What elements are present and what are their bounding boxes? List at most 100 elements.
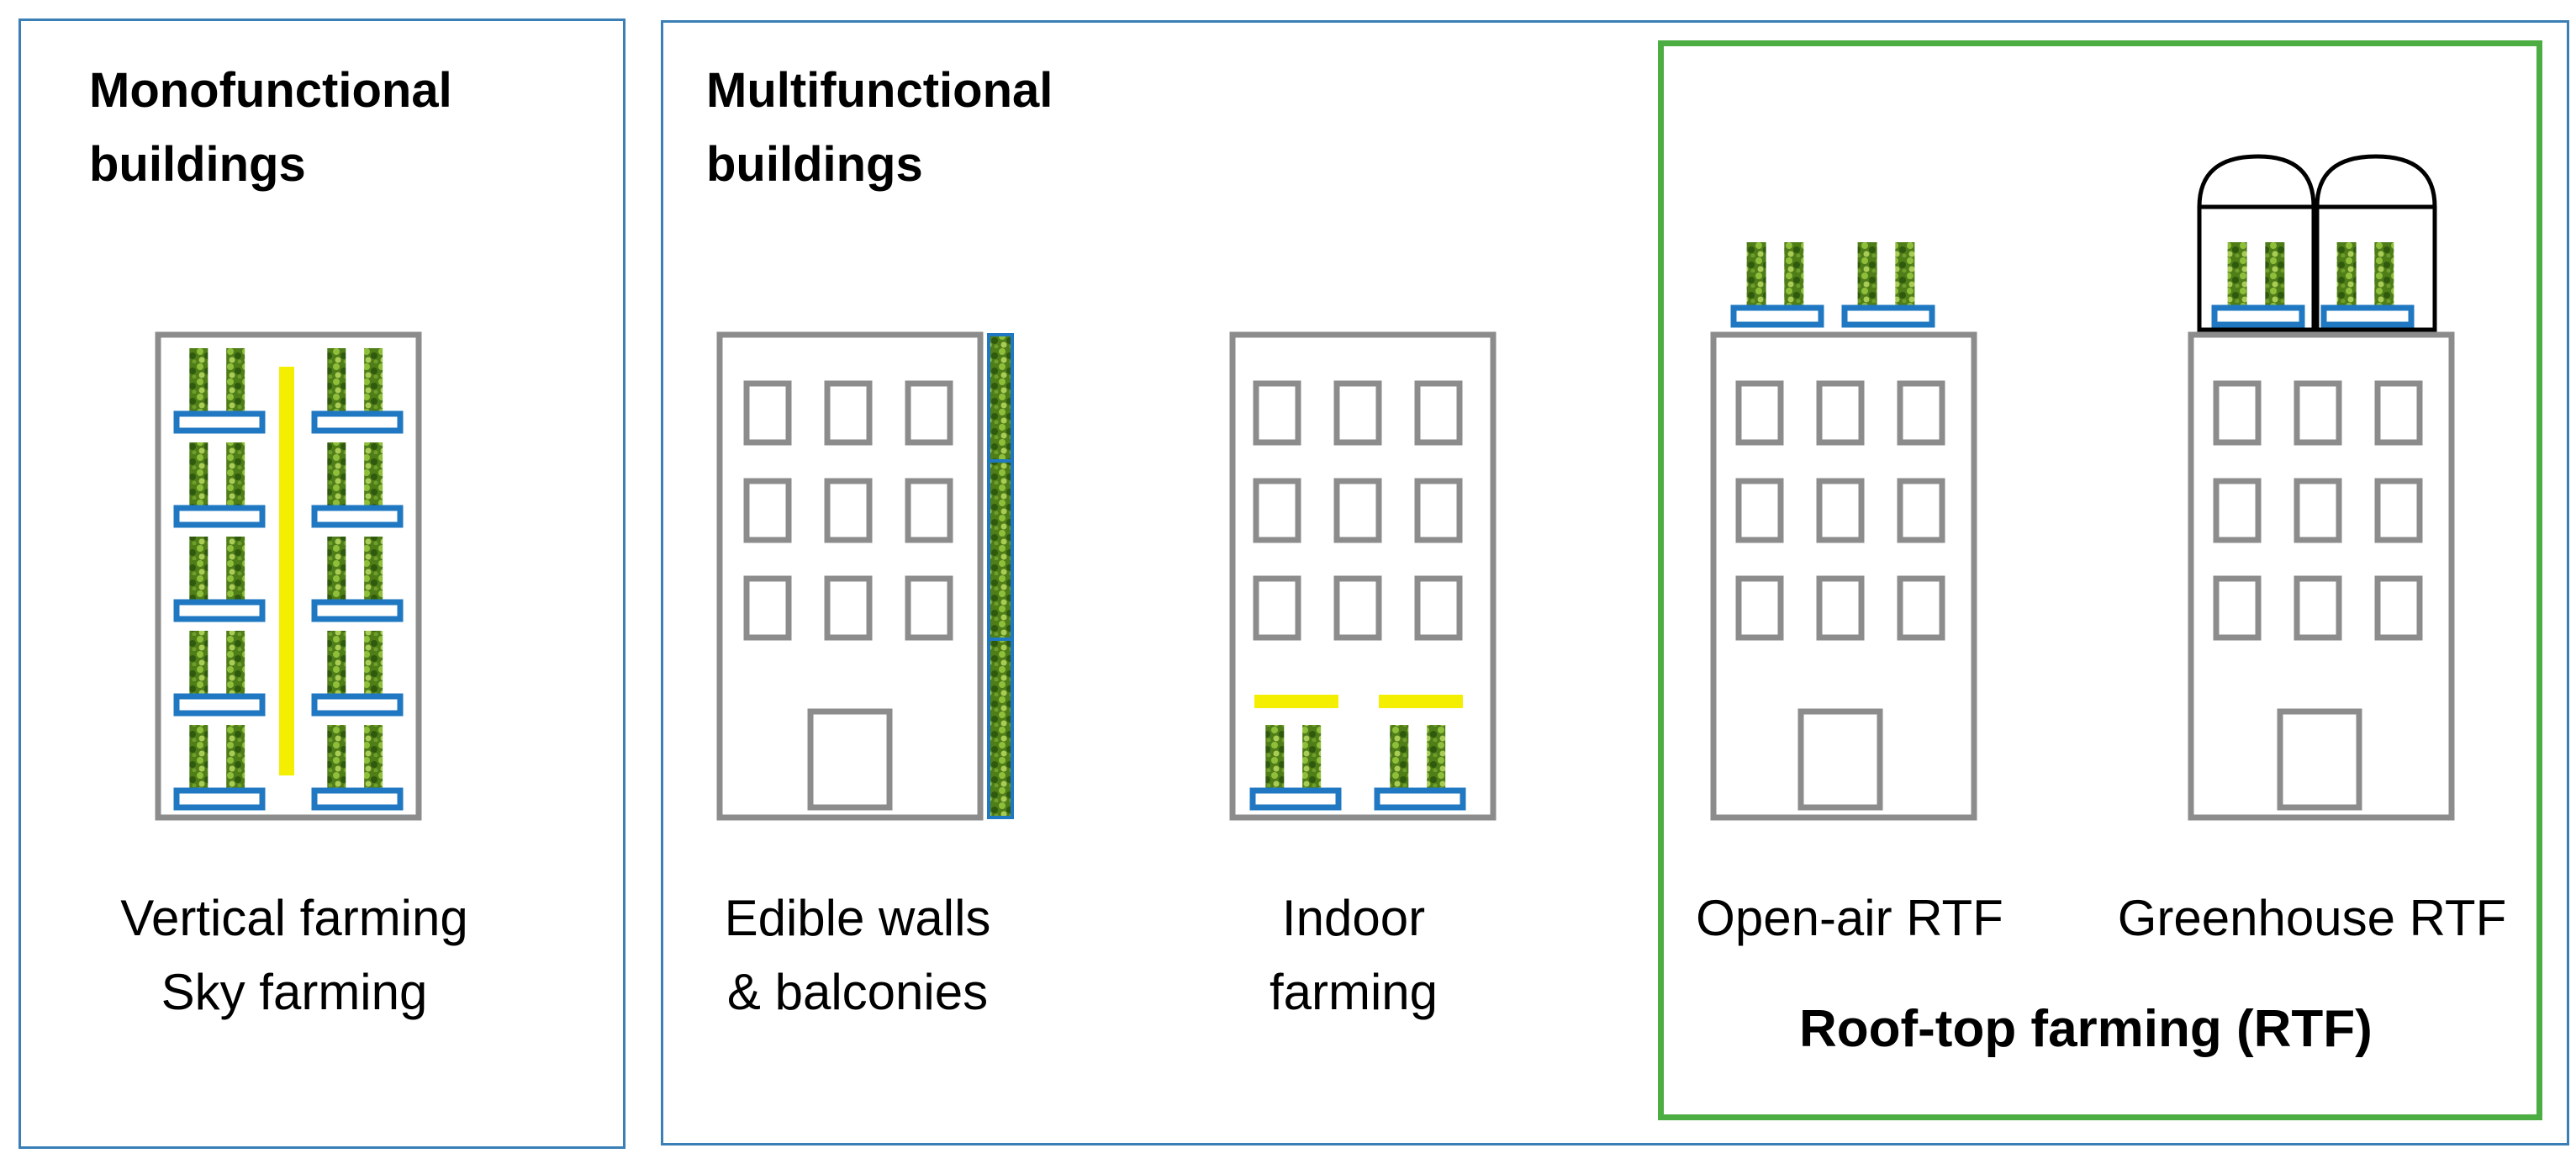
plant-tray: [173, 725, 266, 811]
plant-tray: [311, 442, 404, 528]
vertical-farming-shelves: [173, 348, 404, 811]
window: [824, 575, 873, 641]
edible-wall: [987, 333, 1014, 819]
building-windows: [1253, 380, 1463, 641]
plant: [364, 348, 383, 414]
plant: [1390, 725, 1409, 791]
plant-tray: [173, 631, 266, 717]
window: [743, 575, 792, 641]
plant: [364, 442, 383, 508]
plant: [1784, 242, 1804, 308]
window: [2294, 380, 2342, 446]
plant-tray: [1841, 242, 1935, 328]
window: [905, 478, 953, 543]
window: [824, 478, 873, 543]
tray: [173, 505, 266, 528]
tray: [1730, 304, 1824, 328]
grow-lamp: [1254, 695, 1338, 708]
plant: [364, 725, 383, 791]
window: [1414, 380, 1463, 446]
plant: [1427, 725, 1446, 791]
plant: [327, 725, 346, 791]
plant-tray: [1249, 725, 1342, 811]
vertical-farming-building: [155, 331, 422, 821]
plant-tray: [173, 442, 266, 528]
window: [1333, 575, 1382, 641]
window: [1897, 380, 1945, 446]
window: [2294, 575, 2342, 641]
plant: [226, 537, 245, 602]
window: [2213, 575, 2262, 641]
building-windows: [2213, 380, 2423, 641]
edible-walls-label: Edible walls & balconies: [724, 890, 991, 1020]
indoor-plant-trays: [1249, 725, 1466, 811]
plant: [2374, 242, 2394, 308]
plant: [327, 631, 346, 696]
rooftop-plant-trays: [1730, 242, 1935, 328]
plant-tray: [173, 537, 266, 622]
plant: [2227, 242, 2247, 308]
plant: [189, 725, 209, 791]
tray: [173, 599, 266, 622]
window: [1414, 478, 1463, 543]
tray: [311, 505, 404, 528]
tray: [1841, 304, 1935, 328]
window: [1816, 380, 1865, 446]
plant-tray: [2320, 242, 2415, 328]
plant: [189, 348, 209, 414]
window: [2374, 478, 2423, 543]
building-windows: [743, 380, 953, 641]
window: [2374, 380, 2423, 446]
tray: [1374, 787, 1466, 811]
building-door: [2277, 708, 2362, 811]
plant: [364, 631, 383, 696]
window: [1735, 575, 1784, 641]
multifunctional-panel: [661, 20, 2569, 1145]
window: [743, 380, 792, 446]
plant: [1895, 242, 1915, 308]
plant: [2336, 242, 2357, 308]
plant: [327, 442, 346, 508]
grow-lamp: [1379, 695, 1463, 708]
tray: [2320, 304, 2415, 328]
window: [743, 478, 792, 543]
window: [1735, 380, 1784, 446]
plant: [1857, 242, 1877, 308]
plant: [226, 442, 245, 508]
window: [1333, 478, 1382, 543]
tray: [173, 693, 266, 717]
plant: [226, 348, 245, 414]
plant: [226, 725, 245, 791]
plant-tray: [173, 348, 266, 434]
grow-lamp: [279, 367, 294, 775]
open-air-rtf-building: [1710, 242, 1977, 821]
plant: [189, 631, 209, 696]
tray: [311, 410, 404, 434]
plant: [2265, 242, 2285, 308]
plant: [327, 348, 346, 414]
window: [1816, 478, 1865, 543]
plant: [189, 537, 209, 602]
plant: [1302, 725, 1322, 791]
monofunctional-panel: [18, 19, 626, 1149]
monofunctional-title: Monofunctional buildings: [89, 63, 452, 192]
tray: [311, 787, 404, 811]
window: [824, 380, 873, 446]
window: [1253, 380, 1301, 446]
tray: [311, 599, 404, 622]
plant: [1746, 242, 1766, 308]
tray: [173, 410, 266, 434]
greenhouse-rtf-building: [2188, 154, 2455, 821]
plant-tray: [311, 725, 404, 811]
indoor-farming-building: [1229, 331, 1497, 821]
building-door: [1797, 708, 1883, 811]
window: [1414, 575, 1463, 641]
window: [2213, 478, 2262, 543]
plant-tray: [1374, 725, 1466, 811]
vertical-farming-label: Vertical farming Sky farming: [120, 890, 468, 1020]
plant-tray: [2211, 242, 2305, 328]
window: [1333, 380, 1382, 446]
window: [2374, 575, 2423, 641]
indoor-farming-label: Indoor farming: [1269, 890, 1438, 1020]
